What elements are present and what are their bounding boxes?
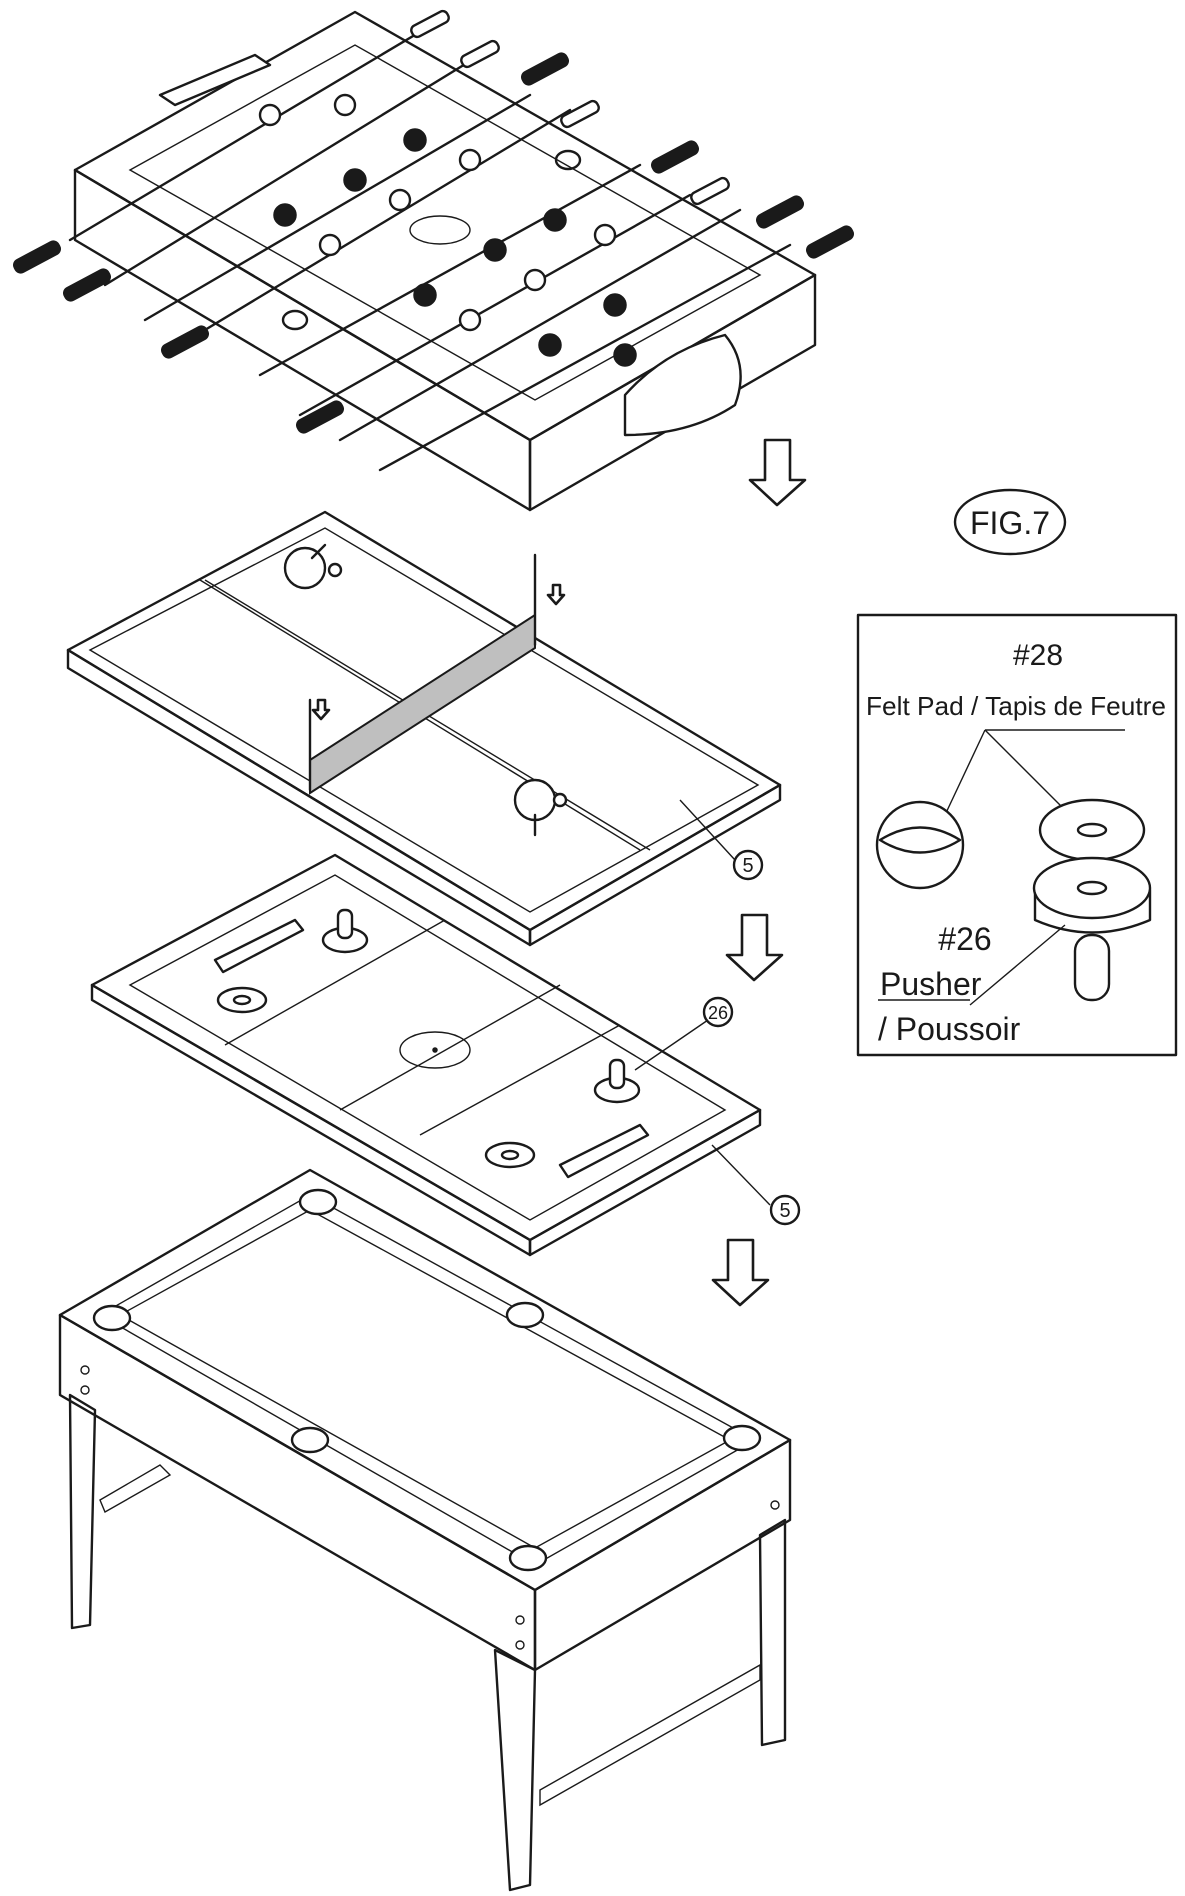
down-arrow-3 — [711, 1238, 770, 1307]
callout-26: 26 — [634, 996, 734, 1071]
part-26-number: #26 — [938, 921, 991, 957]
pusher-icon — [1032, 856, 1152, 1002]
net — [308, 553, 566, 795]
callout-5-top: 5 — [679, 799, 764, 881]
part-26-name-line1: Pusher — [880, 966, 982, 1002]
part-28-name: Felt Pad / Tapis de Feutre — [866, 691, 1166, 721]
paddle-icons — [283, 543, 568, 837]
foosball-handles — [13, 9, 854, 434]
part-26-name-line2: / Poussoir — [878, 1011, 1021, 1047]
figure-label: FIG.7 — [953, 488, 1067, 556]
foosball-rods — [68, 18, 792, 472]
foosball-players — [258, 93, 637, 367]
foosball-table — [13, 9, 854, 512]
felt-pad-icon — [875, 798, 1146, 890]
air-hockey-top — [90, 853, 762, 1257]
part-28-number: #28 — [1013, 639, 1063, 672]
callout-label: 26 — [708, 1003, 728, 1023]
table-tennis-top — [66, 510, 782, 947]
callout-label: 5 — [742, 855, 753, 877]
pool-table — [58, 1168, 792, 1892]
air-hockey-pushers — [216, 908, 641, 1169]
callout-label: 5 — [779, 1200, 790, 1222]
down-arrow-1 — [748, 438, 807, 507]
figure-label-text: FIG.7 — [970, 505, 1050, 541]
callout-5-bottom: 5 — [711, 1144, 801, 1226]
parts-inset: #28 Felt Pad / Tapis de Feutre #26 Pushe… — [856, 613, 1178, 1057]
down-arrow-2 — [725, 913, 784, 982]
pool-pockets — [92, 1188, 762, 1572]
